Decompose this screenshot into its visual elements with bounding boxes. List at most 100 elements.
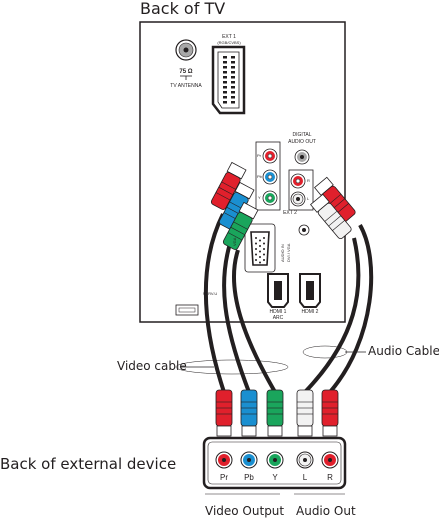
device-port-r xyxy=(321,451,339,469)
hdmi1-label-2: ARC xyxy=(272,315,284,321)
hdmi1-label-1: HDMI 1 xyxy=(269,309,287,315)
comp-label-y: Y xyxy=(258,195,261,200)
scart-pins xyxy=(223,56,235,104)
device-port-label-y: Y xyxy=(272,473,278,482)
external-device-panel-inner xyxy=(207,441,342,485)
tv-plug-pr xyxy=(210,161,247,210)
video-output-label: Video Output xyxy=(205,504,285,518)
title-back-of-tv: Back of TV xyxy=(140,0,226,18)
vga-pin xyxy=(255,248,257,250)
digital-audio-label-1: DIGITAL xyxy=(292,132,312,138)
cables xyxy=(203,213,374,394)
scart-pin xyxy=(223,101,227,104)
digital-audio-label-2: AUDIO OUT xyxy=(288,139,316,145)
scart-pin xyxy=(231,66,235,69)
scart-pin xyxy=(231,81,235,84)
device-port-label-pb: Pb xyxy=(244,473,254,482)
video-cable-bundle-ellipse xyxy=(175,359,289,375)
scart-pin xyxy=(231,56,235,59)
vga-pin xyxy=(263,253,265,256)
vga-pin xyxy=(259,250,261,253)
antenna-label: TV ANTENNA xyxy=(170,83,202,89)
device-port-label-l: L xyxy=(302,473,308,482)
scart-pin xyxy=(223,61,227,64)
scart-pin xyxy=(223,96,227,99)
service-label: SERV.U xyxy=(202,291,218,296)
scart-pin xyxy=(223,56,227,59)
tv-port-y xyxy=(262,190,278,206)
device-port-label-pr: Pr xyxy=(220,473,228,482)
ext1-label: EXT 1 xyxy=(222,34,236,40)
vga-pin xyxy=(255,259,257,261)
vga-pin xyxy=(255,242,257,245)
vga-pins xyxy=(255,237,265,264)
scart-ext1-port xyxy=(211,45,246,115)
service-port xyxy=(175,304,199,316)
scart-pin xyxy=(231,96,235,99)
vga-pin xyxy=(259,261,261,264)
audio-in-label-2: DVI / VGA xyxy=(286,243,291,262)
audio-in-label-1: AUDIO IN xyxy=(280,244,285,262)
hdmi2-label: HDMI 2 xyxy=(301,309,319,315)
device-port-pb xyxy=(240,451,258,469)
vga-pin xyxy=(255,237,257,239)
scart-pin xyxy=(223,86,227,89)
scart-pin xyxy=(223,76,227,79)
cable-pr xyxy=(203,213,226,393)
vga-pin xyxy=(259,239,261,242)
vga-label: VGA xyxy=(232,237,237,246)
video-cable-label: Video cable xyxy=(117,359,187,373)
digital-audio-out-port xyxy=(294,149,310,165)
audio-in-dvi-vga-port xyxy=(298,224,310,236)
cable-pb xyxy=(222,231,251,393)
cable-audio-l xyxy=(303,237,361,394)
scart-pin xyxy=(223,66,227,69)
hdmi2-port xyxy=(299,273,321,308)
scart-pin xyxy=(231,91,235,94)
device-plug-y xyxy=(266,389,284,437)
tv-port-audio-r xyxy=(290,173,306,189)
tv-port-audio-l xyxy=(290,191,306,207)
tv-plug-audio-r xyxy=(314,176,356,223)
vga-port xyxy=(244,223,276,273)
vga-pin xyxy=(263,237,265,239)
vga-pin xyxy=(263,259,265,261)
audio-cable-label: Audio Cable xyxy=(368,344,439,358)
scart-pin xyxy=(223,71,227,74)
scart-pin xyxy=(231,61,235,64)
scart-pin xyxy=(223,91,227,94)
device-port-y xyxy=(266,451,284,469)
cable-y xyxy=(231,249,277,393)
tv-plug-y xyxy=(222,201,259,250)
tv-port-pb xyxy=(262,169,278,185)
vga-pin xyxy=(255,253,257,256)
scart-pin xyxy=(223,81,227,84)
vga-pin xyxy=(259,245,261,247)
tv-port-pr xyxy=(262,148,278,164)
audio-label-l: L xyxy=(307,196,310,201)
ext2-label: EXT 2 xyxy=(283,210,297,216)
device-plug-audio-l xyxy=(296,389,314,437)
ext1-sub-label: (RGB/CVBS) xyxy=(217,40,241,45)
vga-pin xyxy=(263,248,265,250)
device-port-pr xyxy=(215,451,233,469)
scart-pin xyxy=(231,76,235,79)
device-port-label-r: R xyxy=(327,473,333,482)
external-device-label: Back of external device xyxy=(0,455,177,473)
audio-label-r: R xyxy=(307,178,310,183)
comp-label-pb: Pb xyxy=(257,174,262,179)
scart-pin xyxy=(231,101,235,104)
scart-pin xyxy=(231,86,235,89)
scart-pin xyxy=(231,71,235,74)
comp-label-pr: Pr xyxy=(257,153,261,158)
vga-pin xyxy=(259,256,261,258)
device-plug-pr xyxy=(215,389,233,437)
audio-out-label: Audio Out xyxy=(296,504,356,518)
cable-audio-r xyxy=(328,224,374,394)
hdmi1-port xyxy=(267,273,289,308)
tv-plug-audio-l xyxy=(310,193,352,240)
device-port-l xyxy=(296,451,314,469)
vga-pin xyxy=(263,242,265,245)
device-plug-pb xyxy=(240,389,258,437)
